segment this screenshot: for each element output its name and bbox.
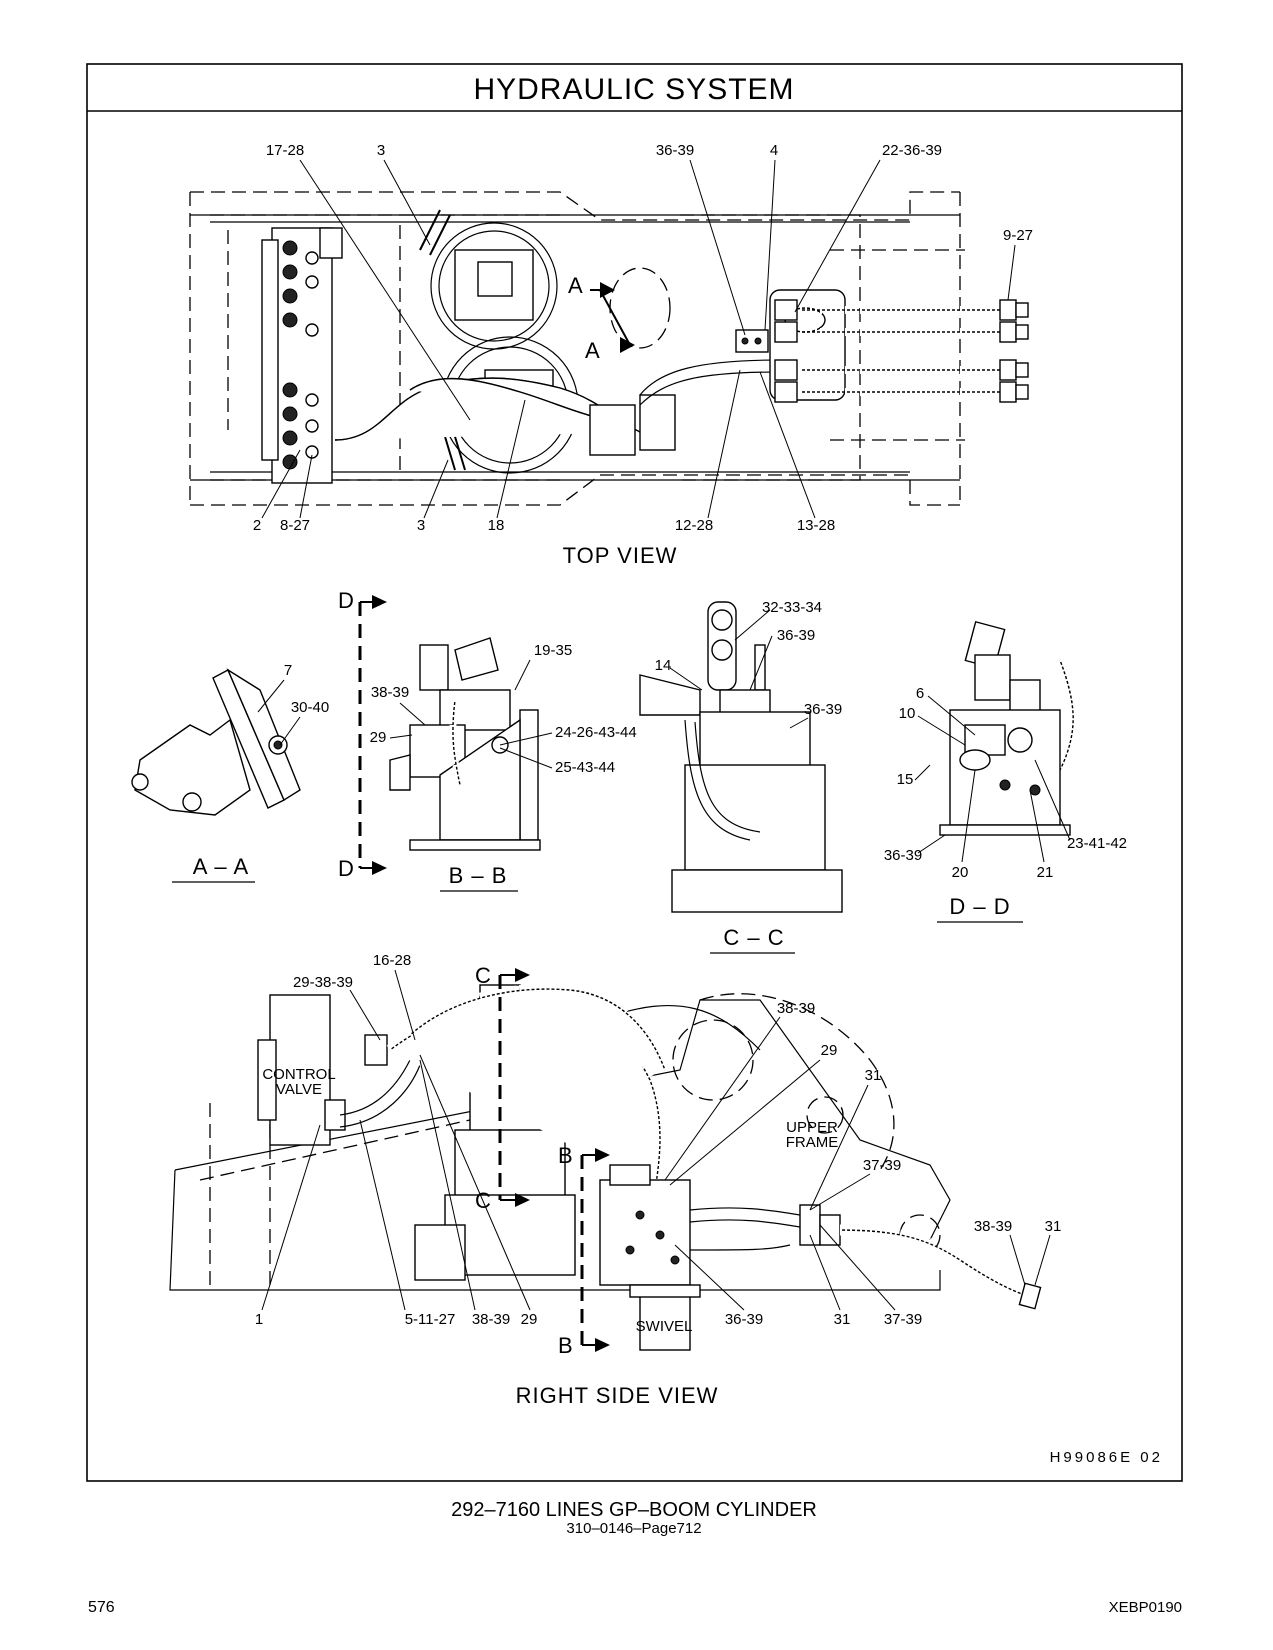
callout-32-33-34: 32-33-34 <box>762 599 822 616</box>
callout-31-right: 31 <box>1045 1218 1062 1235</box>
callout-24-26-43-44: 24-26-43-44 <box>555 724 637 741</box>
section-a-label-bottom: A <box>585 338 601 363</box>
page-number: 576 <box>88 1599 115 1616</box>
callout-7: 7 <box>284 662 292 679</box>
callout-29: 29 <box>370 729 387 746</box>
section-aa-label: A – A <box>193 854 249 879</box>
callout-9-27: 9-27 <box>1003 227 1033 244</box>
callout-37-39-bottom: 37-39 <box>884 1311 922 1328</box>
section-a-marker <box>590 282 635 353</box>
control-valve-label-1: CONTROL <box>262 1066 335 1083</box>
callout-13-28: 13-28 <box>797 517 835 534</box>
callout-29-top: 29 <box>821 1042 838 1059</box>
control-valve-label-2: VALVE <box>276 1081 322 1098</box>
upper-frame-label-1: UPPER <box>786 1119 838 1136</box>
section-b-label-bottom: B <box>558 1333 574 1358</box>
callout-38-39-right: 38-39 <box>974 1218 1012 1235</box>
page-reference: 310–0146–Page712 <box>566 1520 701 1537</box>
section-dd-label: D – D <box>949 894 1010 919</box>
section-d-label-bottom: D <box>338 856 355 881</box>
callout-2: 2 <box>253 517 261 534</box>
section-bb: 19-35 38-39 29 24-26-43-44 25-43-44 B – … <box>370 637 637 892</box>
section-cc: 32-33-34 36-39 14 36-39 C – C <box>639 599 843 954</box>
callout-5-11-27: 5-11-27 <box>405 1311 456 1328</box>
section-c-label-top: C <box>475 963 492 988</box>
callout-31-top: 31 <box>865 1067 882 1084</box>
section-cc-label: C – C <box>723 925 784 950</box>
section-d-label-top: D <box>338 588 355 613</box>
section-b-cutting-line <box>580 1148 610 1352</box>
callout-8-27: 8-27 <box>280 517 310 534</box>
document-code: XEBP0190 <box>1109 1599 1182 1616</box>
drawing-number: H99086E 02 <box>1050 1449 1163 1466</box>
section-b-label-top: B <box>558 1143 574 1168</box>
section-a-label-top: A <box>568 273 584 298</box>
section-bb-label: B – B <box>449 863 508 888</box>
callout-19-35: 19-35 <box>534 642 572 659</box>
part-title: 292–7160 LINES GP–BOOM CYLINDER <box>451 1499 817 1521</box>
callout-36-39-a: 36-39 <box>777 627 815 644</box>
swivel-label: SWIVEL <box>636 1318 693 1335</box>
section-c-cutting-line <box>498 968 530 1207</box>
section-dd: 6 10 15 36-39 20 21 23-41-42 D – D <box>884 620 1127 923</box>
sheet-border <box>86 63 1183 1482</box>
right-side-view: CONTROL VALVE SWIVEL UP <box>169 952 1062 1408</box>
callout-36-39-b: 36-39 <box>804 701 842 718</box>
upper-frame-label-2: FRAME <box>786 1134 839 1151</box>
callout-15: 15 <box>897 771 914 788</box>
callout-38-39-bottom: 38-39 <box>472 1311 510 1328</box>
callout-12-28: 12-28 <box>675 517 713 534</box>
page-title: HYDRAULIC SYSTEM <box>473 73 794 106</box>
top-view-label: TOP VIEW <box>563 543 678 568</box>
top-view: A A 17-28 3 36-39 4 22-36-39 9-27 2 8-27… <box>189 142 1033 568</box>
callout-3-bottom: 3 <box>417 517 425 534</box>
callout-38-39-top: 38-39 <box>777 1000 815 1017</box>
callout-25-43-44: 25-43-44 <box>555 759 615 776</box>
section-d-cutting-line: D D <box>338 588 387 881</box>
callout-3-top: 3 <box>377 142 385 159</box>
callout-29-bottom: 29 <box>521 1311 538 1328</box>
callout-17-28: 17-28 <box>266 142 304 159</box>
callout-14: 14 <box>655 657 672 674</box>
callout-4: 4 <box>770 142 778 159</box>
callout-23-41-42: 23-41-42 <box>1067 835 1127 852</box>
callout-36-39: 36-39 <box>656 142 694 159</box>
callout-6: 6 <box>916 685 924 702</box>
section-c-label-bottom: C <box>475 1188 492 1213</box>
callout-21: 21 <box>1037 864 1054 881</box>
callout-30-40: 30-40 <box>291 699 329 716</box>
callout-29-38-39: 29-38-39 <box>293 974 353 991</box>
callout-10: 10 <box>899 705 916 722</box>
section-aa: 7 30-40 A – A <box>131 662 329 883</box>
callout-36-39: 36-39 <box>725 1311 763 1328</box>
right-side-view-label: RIGHT SIDE VIEW <box>516 1383 719 1408</box>
callout-36-39: 36-39 <box>884 847 922 864</box>
callout-38-39: 38-39 <box>371 684 409 701</box>
callout-20: 20 <box>952 864 969 881</box>
callout-31-bottom: 31 <box>834 1311 851 1328</box>
callout-16-28: 16-28 <box>373 952 411 969</box>
callout-18: 18 <box>488 517 505 534</box>
callout-22-36-39: 22-36-39 <box>882 142 942 159</box>
callout-37-39-top: 37-39 <box>863 1157 901 1174</box>
callout-1: 1 <box>255 1311 263 1328</box>
